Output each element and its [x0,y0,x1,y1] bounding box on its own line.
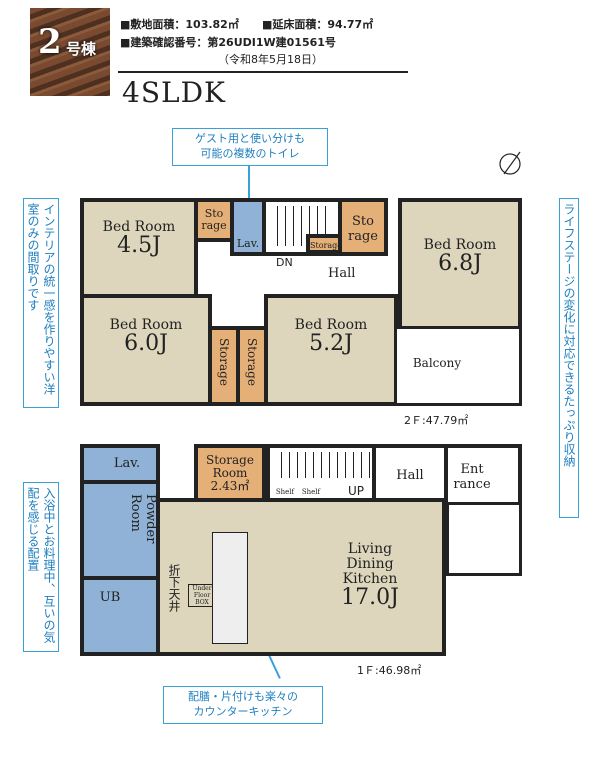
floor1-plan: Lav. Powder Room UB Storage Room 2.43㎡ S… [80,444,522,656]
storage-callout: ライフステージの変化に対応できるたっぷり収納 [559,198,579,518]
floor2-area: 2Ｆ:47.79㎡ [404,414,469,427]
down-label: DN [276,256,293,269]
living-dining-kitchen: Living Dining Kitchen 17.0J Under Floor … [156,498,446,656]
porch [446,502,522,576]
unit-bath-label: UB [99,590,121,605]
permit-date: （令和8年5月18日） [218,53,323,66]
bed-room-4-size: 5.2J [309,331,353,356]
storage-c-label: Storage [217,338,231,386]
bed-room-2-size: 6.8J [438,251,482,276]
unit-suffix: 号棟 [66,40,97,58]
lavatory-1f-label: Lav. [113,456,141,471]
floor-area: ■延床面積：94.77㎡ [262,18,374,31]
toilet-callout-pointer [248,165,250,215]
storage-b: Sto rage [338,198,388,256]
kitchen-callout: 配膳・片付けも楽々の カウンターキッチン [163,686,323,724]
storage-room-label: Storage Room [206,453,254,480]
floor1-area: 1Ｆ:46.98㎡ [357,664,422,677]
ldk-label: Living Dining Kitchen [342,541,398,587]
hall-1f: Hall [372,444,448,502]
storage-small: Storage [306,234,342,254]
hall-2f-label: Hall [328,266,356,281]
toilet-callout: ゲスト用と使い分けも 可能の複数のトイレ [172,128,328,166]
unit-number: 2 [38,22,62,62]
hall-1f-label: Hall [396,468,424,483]
balcony-label: Balcony [412,356,462,370]
bed-room-2: Bed Room 6.8J [398,198,522,330]
powder-room-label: Powder Room [128,494,158,544]
unit-badge [30,8,110,96]
kitchen-counter [212,532,248,644]
storage-a-label: Sto rage [201,207,227,232]
layout-title: 4SLDK [122,76,226,109]
site-area: ■敷地面積：103.82㎡ [120,18,239,31]
ceiling-label: 折下天井 [167,564,181,612]
permit-number: ■建築確認番号：第26UDI1W建01561号 [120,36,336,49]
entrance-label: Ent rance [453,462,491,492]
interior-callout: インテリアの統一感を作りやすい洋室のみの間取りです [23,198,59,408]
toilet-callout-line1: ゲスト用と使い分けも [195,132,305,145]
shelf-2-label: Shelf [301,488,321,496]
bed-room-1-size: 4.5J [117,233,161,258]
unit-bath: UB [80,576,160,656]
compass-icon [498,150,524,176]
bed-room-3: Bed Room 6.0J [80,294,212,406]
bed-room-1-label: Bed Room [102,219,176,235]
bed-room-4: Bed Room 5.2J [264,294,398,406]
bed-room-1: Bed Room 4.5J [80,198,198,298]
shelf-1-label: Shelf [275,488,295,496]
stairs-1f: Shelf Shelf [266,444,376,502]
lavatory-1f: Lav. [80,444,160,484]
ldk-size: 17.0J [341,585,399,610]
storage-d-label: Storage [245,338,259,386]
up-label: UP [348,484,365,498]
storage-b-label: Sto rage [348,214,378,244]
lavatory-2f-label: Lav. [236,237,260,250]
header-rule [118,71,408,73]
storage-room: Storage Room 2.43㎡ [194,444,266,502]
floor2-plan: Bed Room 4.5J Sto rage Lav. Sto rage Bed… [80,198,522,406]
storage-a: Sto rage [194,198,234,242]
kitchen-callout-line2: カウンターキッチン [193,705,293,718]
bed-room-2-label: Bed Room [423,237,497,253]
bath-callout: 入浴中とお料理中、互いの気配を感じる配置 [23,482,59,652]
lavatory-2f: Lav. [230,198,266,256]
balcony: Balcony [394,326,522,406]
toilet-callout-line2: 可能の複数のトイレ [200,147,300,160]
bed-room-4-label: Bed Room [294,317,368,333]
kitchen-callout-line1: 配膳・片付けも楽々の [188,690,298,703]
bed-room-3-label: Bed Room [109,317,183,333]
storage-small-label: Storage [310,241,342,250]
stairs-1f-icon [274,452,370,478]
powder-room: Powder Room [80,480,160,580]
entrance: Ent rance [444,444,522,506]
storage-room-size: 2.43㎡ [210,479,250,493]
bed-room-3-size: 6.0J [124,331,168,356]
